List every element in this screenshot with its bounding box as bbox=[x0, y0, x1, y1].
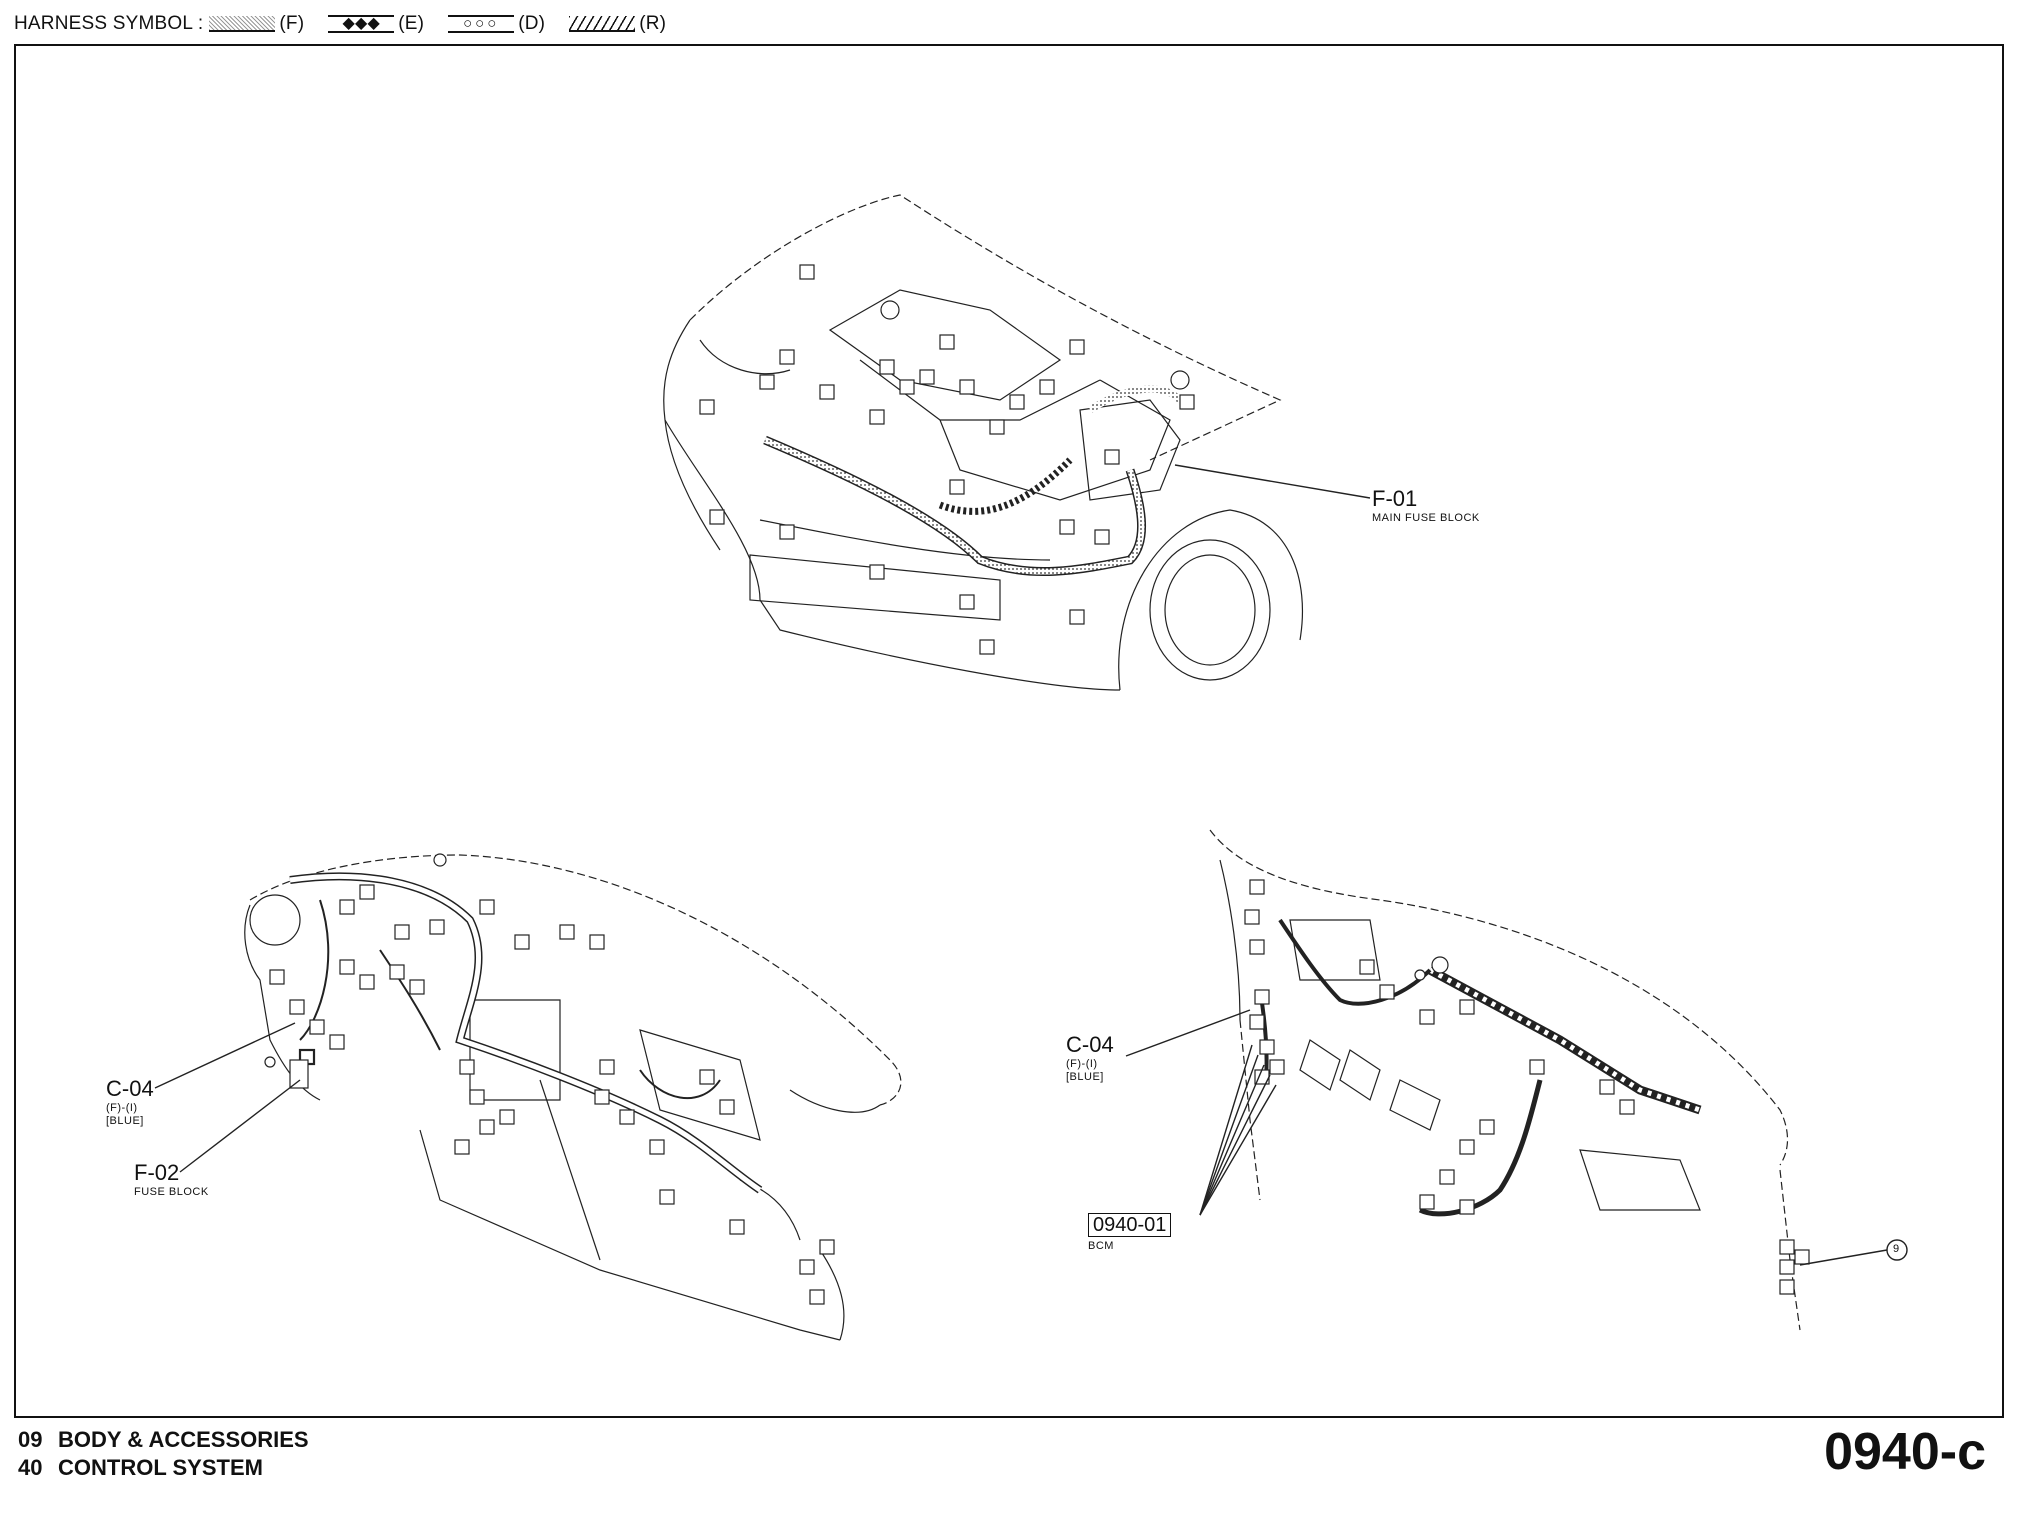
subsection-number: 40 bbox=[18, 1455, 43, 1480]
legend-r-code: (R) bbox=[639, 13, 667, 34]
f01-callout: F-01 MAIN FUSE BLOCK bbox=[1372, 486, 1480, 525]
dash-left-harness bbox=[289, 872, 763, 1194]
dashboard-right-illustration bbox=[1209, 829, 1801, 1331]
page-code: 0940-c bbox=[1824, 1423, 1986, 1481]
dash-right-harness bbox=[1427, 966, 1702, 1115]
f01-code: F-01 bbox=[1372, 486, 1418, 511]
diamond-harness-swatch: ◆◆◆ bbox=[328, 15, 395, 33]
legend-r: (R) bbox=[569, 13, 684, 35]
c04-left-callout: C-04 (F)-(I) [BLUE] bbox=[106, 1076, 154, 1128]
dash-left-connectors bbox=[264, 853, 835, 1305]
legend-e-code: (E) bbox=[398, 13, 425, 34]
section-number: 09 bbox=[18, 1427, 43, 1452]
section-footer: 09 BODY & ACCESSORIES 40 CONTROL SYSTEM bbox=[18, 1426, 309, 1482]
f02-code: F-02 bbox=[134, 1160, 180, 1185]
f02-callout: F-02 FUSE BLOCK bbox=[134, 1160, 209, 1199]
c04-right-callout: C-04 (F)-(I) [BLUE] bbox=[1066, 1032, 1114, 1084]
legend-e: ◆◆◆ (E) bbox=[328, 13, 442, 35]
diagram-frame bbox=[14, 44, 2004, 1418]
hatched-harness-swatch bbox=[569, 16, 636, 32]
circle9-marker bbox=[1886, 1239, 1908, 1261]
legend-d-code: (D) bbox=[518, 13, 546, 34]
bcm-code: 0940-01 bbox=[1088, 1213, 1172, 1237]
legend-f: (F) bbox=[209, 13, 322, 35]
legend-d: ○○○ (D) bbox=[448, 13, 563, 35]
bcm-desc: BCM bbox=[1088, 1240, 1114, 1252]
circle9-label: 9 bbox=[1893, 1243, 1900, 1255]
c04-left-leader bbox=[154, 1022, 296, 1089]
subsection-title: CONTROL SYSTEM bbox=[58, 1455, 263, 1480]
dashboard-left-illustration bbox=[244, 854, 902, 1341]
harness-symbol-legend: HARNESS SYMBOL : (F) ◆◆◆ (E) ○○○ (D) (R) bbox=[14, 8, 684, 40]
engine-harness-e bbox=[938, 457, 1073, 515]
circle9-leader bbox=[1799, 1249, 1888, 1266]
engine-compartment-illustration bbox=[663, 194, 1304, 691]
f02-leader bbox=[179, 1079, 301, 1173]
c04-left-line1: (F)-(I) bbox=[106, 1102, 138, 1114]
dotted-harness-swatch bbox=[209, 16, 276, 32]
bcm-callout: 0940-01 BCM bbox=[1088, 1213, 1172, 1253]
engine-connectors bbox=[699, 264, 1195, 655]
c04-right-leader bbox=[1125, 1009, 1251, 1057]
c04-right-line1: (F)-(I) bbox=[1066, 1058, 1098, 1070]
c04-right-line2: [BLUE] bbox=[1066, 1071, 1104, 1083]
engine-harness-branch bbox=[1088, 385, 1183, 413]
legend-title: HARNESS SYMBOL : bbox=[14, 13, 204, 34]
f01-desc: MAIN FUSE BLOCK bbox=[1372, 512, 1480, 524]
c04-right-code: C-04 bbox=[1066, 1032, 1114, 1057]
c04-left-line2: [BLUE] bbox=[106, 1115, 144, 1127]
f02-desc: FUSE BLOCK bbox=[134, 1186, 209, 1198]
bcm-leaders bbox=[1199, 1044, 1277, 1216]
dash-right-connectors bbox=[1244, 879, 1810, 1295]
c04-left-code: C-04 bbox=[106, 1076, 154, 1101]
section-title: BODY & ACCESSORIES bbox=[58, 1427, 309, 1452]
circle-harness-swatch: ○○○ bbox=[448, 15, 515, 33]
legend-f-code: (F) bbox=[279, 13, 305, 34]
f01-leader bbox=[1174, 464, 1371, 499]
